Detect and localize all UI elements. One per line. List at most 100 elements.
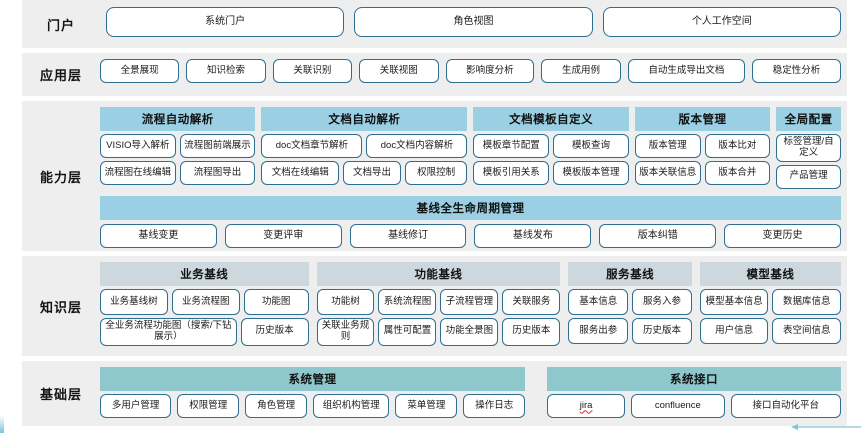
knowledge-button-1-0-2[interactable]: 子流程管理 (440, 289, 499, 315)
layer-body-portal: 系统门户 角色视图 个人工作空间 (100, 0, 847, 48)
capability-button-3-0-1[interactable]: 版本比对 (704, 134, 771, 158)
capability-button-0-1-0[interactable]: 流程图在线编辑 (100, 161, 176, 185)
foundation-button-0-0-3[interactable]: 组织机构管理 (313, 394, 390, 418)
capability-button-1-1-1[interactable]: 文档导出 (343, 161, 401, 185)
knowledge-button-1-1-2[interactable]: 功能全景图 (440, 318, 499, 346)
layer-row-knowledge: 知识层 业务基线业务基线树业务流程图功能图全业务流程功能图（搜索/下钻展示）历史… (22, 256, 847, 356)
knowledge-group-header-1: 功能基线 (316, 262, 561, 286)
lifecycle-button-4[interactable]: 版本纠错 (599, 223, 717, 248)
layer-body-application: 全景展现知识检索关联识别关联视图影响度分析生成用例自动生成导出文档稳定性分析 (100, 53, 847, 96)
misspelled-text: jira (579, 399, 593, 411)
knowledge-button-3-1-0[interactable]: 用户信息 (699, 318, 769, 344)
lifecycle-button-5[interactable]: 变更历史 (724, 223, 841, 248)
knowledge-button-1-0-3[interactable]: 关联服务 (502, 289, 561, 315)
foundation-group-0-row-0: 多用户管理权限管理角色管理组织机构管理菜单管理操作日志 (100, 394, 526, 418)
knowledge-button-3-0-1[interactable]: 数据库信息 (772, 289, 842, 315)
application-button-7[interactable]: 稳定性分析 (752, 59, 841, 83)
knowledge-button-0-0-1[interactable]: 业务流程图 (171, 289, 240, 315)
capability-group-header-3: 版本管理 (634, 107, 771, 131)
knowledge-button-1-0-1[interactable]: 系统流程图 (378, 289, 437, 315)
portal-button-role-view[interactable]: 角色视图 (354, 7, 593, 37)
capability-button-2-0-1[interactable]: 模板查询 (553, 134, 629, 158)
knowledge-button-1-1-0[interactable]: 关联业务规则 (316, 318, 375, 346)
knowledge-button-2-0-0[interactable]: 基本信息 (568, 289, 629, 315)
layer-label-knowledge: 知识层 (39, 299, 82, 315)
portal-button-system[interactable]: 系统门户 (106, 7, 345, 37)
layer-row-application: 应用层 全景展现知识检索关联识别关联视图影响度分析生成用例自动生成导出文档稳定性… (22, 53, 847, 96)
capability-group-3-row-0: 版本管理版本比对 (634, 134, 771, 158)
knowledge-button-3-0-0[interactable]: 模型基本信息 (699, 289, 769, 315)
foundation-button-0-0-5[interactable]: 操作日志 (463, 394, 526, 418)
layer-body-knowledge: 业务基线业务基线树业务流程图功能图全业务流程功能图（搜索/下钻展示）历史版本功能… (100, 256, 847, 356)
lifecycle-button-1[interactable]: 变更评审 (224, 223, 342, 248)
knowledge-button-3-1-1[interactable]: 表空间信息 (772, 318, 842, 344)
capability-button-1-1-2[interactable]: 权限控制 (404, 161, 468, 185)
application-button-5[interactable]: 生成用例 (541, 59, 621, 83)
application-button-1[interactable]: 知识检索 (186, 59, 266, 83)
capability-button-0-0-0[interactable]: VISIO导入解析 (100, 134, 176, 158)
lifecycle-button-row: 基线变更变更评审基线修订基线发布版本纠错变更历史 (100, 223, 841, 248)
lifecycle-button-3[interactable]: 基线发布 (474, 223, 592, 248)
capability-button-2-1-1[interactable]: 模板版本管理 (553, 161, 629, 185)
knowledge-button-2-0-1[interactable]: 服务入参 (632, 289, 692, 315)
capability-button-3-1-1[interactable]: 版本合并 (704, 161, 771, 185)
layer-label-capability: 能力层 (39, 169, 82, 185)
foundation-button-1-0-2[interactable]: 接口自动化平台 (730, 394, 841, 418)
foundation-button-0-0-2[interactable]: 角色管理 (245, 394, 308, 418)
knowledge-button-0-0-0[interactable]: 业务基线树 (100, 289, 168, 315)
capability-group-2-row-1: 模板引用关系模板版本管理 (473, 161, 629, 185)
capability-button-2-0-0[interactable]: 模板章节配置 (473, 134, 550, 158)
arrow-decoration-icon (791, 424, 861, 430)
application-button-0[interactable]: 全景展现 (100, 59, 180, 83)
knowledge-group-0: 业务基线业务基线树业务流程图功能图全业务流程功能图（搜索/下钻展示）历史版本 (100, 262, 309, 346)
knowledge-group-3-row-0: 模型基本信息数据库信息 (699, 289, 842, 315)
capability-button-3-1-0[interactable]: 版本关联信息 (634, 161, 701, 185)
knowledge-button-0-1-1[interactable]: 历史版本 (240, 318, 309, 346)
knowledge-button-0-0-2[interactable]: 功能图 (243, 289, 309, 315)
layer-label-application: 应用层 (39, 68, 82, 83)
application-button-6[interactable]: 自动生成导出文档 (627, 59, 746, 83)
foundation-button-1-0-0[interactable]: jira (547, 394, 626, 418)
capability-group-header-2: 文档模板自定义 (473, 107, 629, 131)
lifecycle-header: 基线全生命周期管理 (100, 195, 841, 220)
capability-button-1-0-0[interactable]: doc文档章节解析 (261, 134, 363, 158)
foundation-group-0: 系统管理多用户管理权限管理角色管理组织机构管理菜单管理操作日志 (100, 367, 526, 418)
lifecycle-button-0[interactable]: 基线变更 (100, 223, 217, 248)
knowledge-button-1-1-1[interactable]: 属性可配置 (378, 318, 437, 346)
foundation-button-1-0-1[interactable]: confluence (631, 394, 725, 418)
capability-button-3-0-0[interactable]: 版本管理 (634, 134, 701, 158)
capability-group-3-row-1: 版本关联信息版本合并 (634, 161, 771, 185)
knowledge-button-1-0-0[interactable]: 功能树 (316, 289, 375, 315)
capability-button-0-0-1[interactable]: 流程图前端展示 (179, 134, 256, 158)
capability-button-1-0-1[interactable]: doc文档内容解析 (366, 134, 468, 158)
application-button-2[interactable]: 关联识别 (272, 59, 353, 83)
foundation-button-0-0-0[interactable]: 多用户管理 (100, 394, 172, 418)
knowledge-button-1-1-3[interactable]: 历史版本 (502, 318, 561, 346)
foundation-button-0-0-4[interactable]: 菜单管理 (395, 394, 458, 418)
capability-button-2-1-0[interactable]: 模板引用关系 (473, 161, 550, 185)
capability-button-1-1-0[interactable]: 文档在线编辑 (261, 161, 340, 185)
lifecycle-button-2[interactable]: 基线修订 (349, 223, 467, 248)
capability-group-4-row-1: 产品管理 (776, 164, 841, 189)
knowledge-button-0-1-0[interactable]: 全业务流程功能图（搜索/下钻展示） (100, 318, 237, 346)
portal-button-personal-workspace[interactable]: 个人工作空间 (602, 7, 841, 37)
knowledge-button-2-1-0[interactable]: 服务出参 (568, 318, 629, 344)
knowledge-group-3: 模型基线模型基本信息数据库信息用户信息表空间信息 (699, 262, 842, 346)
application-button-4[interactable]: 影响度分析 (445, 59, 535, 83)
capability-button-4-0-0[interactable]: 标签管理/自定义 (776, 134, 841, 162)
application-button-3[interactable]: 关联视图 (359, 59, 439, 83)
capability-button-0-1-1[interactable]: 流程图导出 (179, 161, 256, 185)
capability-button-4-1-0[interactable]: 产品管理 (776, 164, 841, 189)
knowledge-button-2-1-1[interactable]: 历史版本 (632, 318, 692, 344)
foundation-button-0-0-1[interactable]: 权限管理 (177, 394, 240, 418)
knowledge-group-2-row-0: 基本信息服务入参 (568, 289, 692, 315)
